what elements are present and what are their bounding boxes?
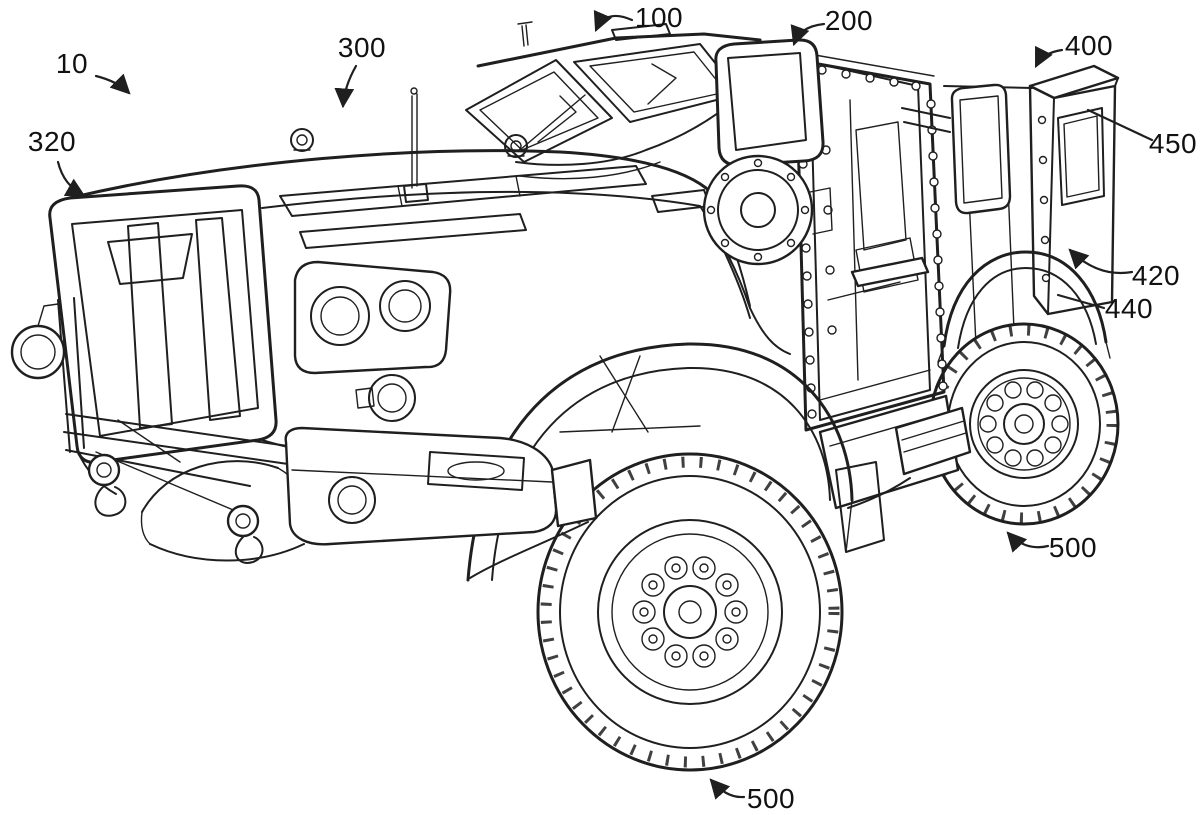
leader-320 — [56, 160, 86, 198]
rocker-step — [818, 394, 972, 510]
front-grille — [48, 184, 278, 464]
leader-440 — [1056, 293, 1106, 310]
door-opening — [794, 51, 948, 432]
reference-labels: 10 320 300 100 200 400 450 420 440 500 5… — [28, 2, 1197, 814]
ref-label-450: 450 — [1149, 128, 1197, 159]
ref-label-10: 10 — [56, 48, 88, 79]
front-wheel — [536, 452, 844, 772]
ref-label-420: 420 — [1132, 260, 1180, 291]
leader-300 — [334, 64, 358, 109]
grille-emblem — [107, 233, 193, 285]
winch-fairlead — [427, 451, 525, 491]
turret-hatch — [714, 38, 825, 167]
leader-420 — [1068, 248, 1134, 275]
door-interior — [819, 99, 931, 401]
left-front-wheel-partial — [140, 460, 309, 562]
leader-500-rear — [1006, 531, 1050, 553]
bumper-fog-lamp — [328, 476, 376, 524]
leader-400 — [1034, 45, 1064, 68]
ref-label-320: 320 — [28, 126, 76, 157]
rear-window — [1057, 107, 1105, 206]
left-fog-lamp — [10, 324, 66, 380]
ref-label-500-rear: 500 — [1049, 532, 1097, 563]
leader-100 — [593, 9, 634, 33]
front-suspension — [559, 355, 701, 433]
door-handle-bar — [850, 256, 930, 288]
antenna — [403, 87, 429, 203]
mud-flap — [835, 461, 885, 553]
rear-wheel — [928, 322, 1120, 526]
ref-label-200: 200 — [825, 5, 873, 36]
leader-200 — [790, 22, 826, 47]
round-cover — [702, 154, 833, 266]
ref-label-300: 300 — [338, 32, 386, 63]
rear-cargo-box — [1028, 64, 1120, 316]
ref-label-500-front: 500 — [747, 783, 795, 814]
ref-label-400: 400 — [1065, 30, 1113, 61]
side-mirror — [901, 83, 1012, 215]
ref-label-100: 100 — [635, 2, 683, 33]
ref-label-440: 440 — [1105, 293, 1153, 324]
headlight-cluster — [293, 260, 452, 422]
front-bumper — [284, 426, 598, 546]
leader-450 — [1086, 108, 1154, 142]
front-lug-nuts — [632, 556, 748, 668]
tow-hooks — [87, 453, 264, 564]
leader-10 — [94, 73, 131, 95]
rear-lug-nuts — [979, 381, 1069, 467]
turn-signal-lamp — [368, 374, 416, 422]
leader-500-front — [709, 778, 746, 800]
